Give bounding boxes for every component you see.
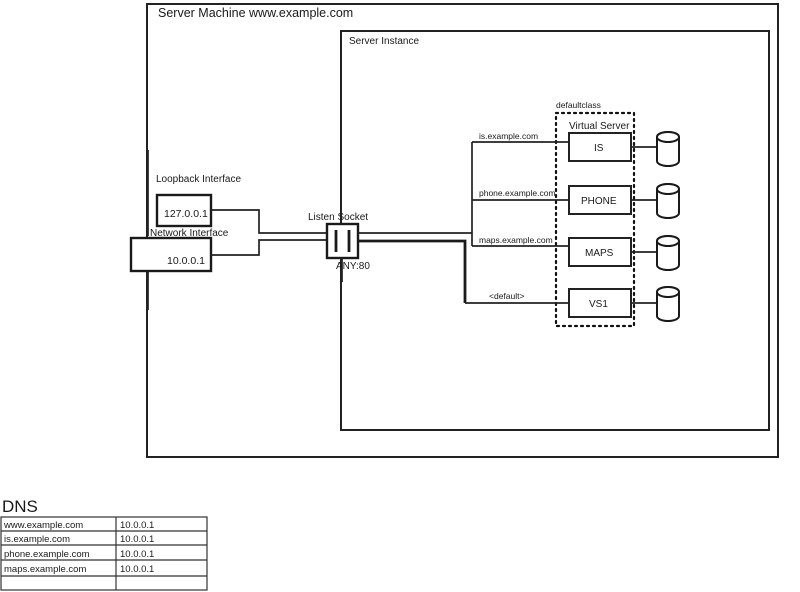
vs1-datastore-icon xyxy=(656,286,680,322)
dns-row-1-ip: 10.0.0.1 xyxy=(120,534,154,545)
network-interface-box xyxy=(129,236,213,273)
network-ip: 10.0.0.1 xyxy=(167,255,205,267)
default-host-label: <default> xyxy=(489,291,524,301)
listen-socket-label: Listen Socket xyxy=(308,212,368,223)
dns-table: www.example.com 10.0.0.1 is.example.com … xyxy=(0,516,208,591)
dns-row-0-name: www.example.com xyxy=(3,520,83,531)
server-machine-label: Server Machine www.example.com xyxy=(158,6,353,20)
virtual-server-phone-box xyxy=(568,185,632,215)
virtual-server-is-box xyxy=(568,132,632,162)
virtual-server-vs1-name: VS1 xyxy=(589,299,608,310)
dns-table-outline xyxy=(0,516,208,591)
listen-socket-box xyxy=(325,222,360,260)
maps-datastore-icon xyxy=(656,235,680,271)
table-row: maps.example.com 10.0.0.1 xyxy=(1,564,207,577)
socket-out-default-wire xyxy=(358,239,467,303)
dns-row-3-ip: 10.0.0.1 xyxy=(120,564,154,575)
is-datastore-icon xyxy=(656,131,680,167)
table-row: phone.example.com 10.0.0.1 xyxy=(1,549,207,561)
loopback-to-socket-wire xyxy=(211,209,327,234)
loopback-interface-label: Loopback Interface xyxy=(156,174,241,185)
dns-row-3-name: maps.example.com xyxy=(4,564,86,575)
server-instance-box xyxy=(340,30,770,431)
route-row-is: is.example.com IS xyxy=(472,131,680,167)
phone-datastore-icon xyxy=(656,183,680,219)
dns-title: DNS xyxy=(2,497,38,516)
virtual-server-header: Virtual Server xyxy=(569,121,630,132)
network-interface-label: Network Interface xyxy=(150,228,229,239)
route-row-maps: maps.example.com MAPS xyxy=(472,235,680,271)
route-row-phone: phone.example.com PHONE xyxy=(472,183,680,219)
virtual-server-maps-box xyxy=(568,237,632,267)
route-row-default: <default> VS1 xyxy=(465,286,680,322)
phone-host-label: phone.example.com xyxy=(479,188,556,198)
loopback-ip: 127.0.0.1 xyxy=(164,208,208,220)
virtual-server-is-name: IS xyxy=(594,143,604,154)
dns-row-2-name: phone.example.com xyxy=(4,549,90,560)
table-row: www.example.com 10.0.0.1 xyxy=(1,520,207,532)
defaultclass-box xyxy=(554,111,636,328)
virtual-server-phone-name: PHONE xyxy=(581,196,617,207)
server-instance-label: Server Instance xyxy=(349,36,419,47)
dns-row-0-ip: 10.0.0.1 xyxy=(120,520,154,531)
maps-host-label: maps.example.com xyxy=(479,235,553,245)
virtual-server-vs1-box xyxy=(568,288,632,318)
listen-socket-address: ANY:80 xyxy=(336,261,370,272)
network-to-socket-wire xyxy=(211,239,327,256)
virtual-server-maps-name: MAPS xyxy=(585,248,614,259)
dns-row-2-ip: 10.0.0.1 xyxy=(120,549,154,560)
is-host-label: is.example.com xyxy=(479,131,538,141)
table-row: is.example.com 10.0.0.1 xyxy=(1,534,207,546)
dns-row-1-name: is.example.com xyxy=(4,534,70,545)
defaultclass-label: defaultclass xyxy=(556,100,601,110)
